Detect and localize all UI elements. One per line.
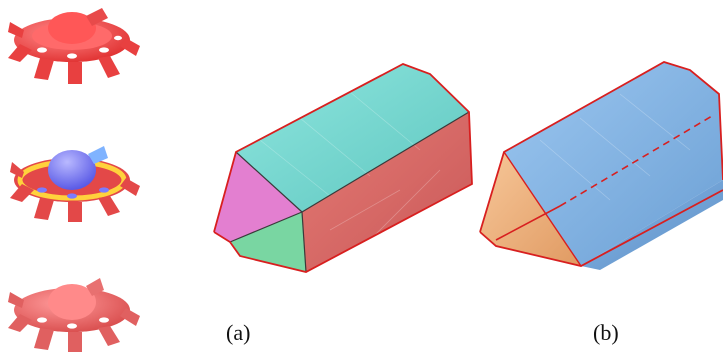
flange-model-red xyxy=(8,8,140,84)
prism-segmented-a xyxy=(213,63,473,273)
caption-b: (b) xyxy=(593,320,619,345)
flange-model-salmon xyxy=(8,278,140,352)
caption-a: (a) xyxy=(226,320,251,345)
prism-segmented-b xyxy=(479,61,723,270)
flange-model-segmented xyxy=(10,146,140,222)
